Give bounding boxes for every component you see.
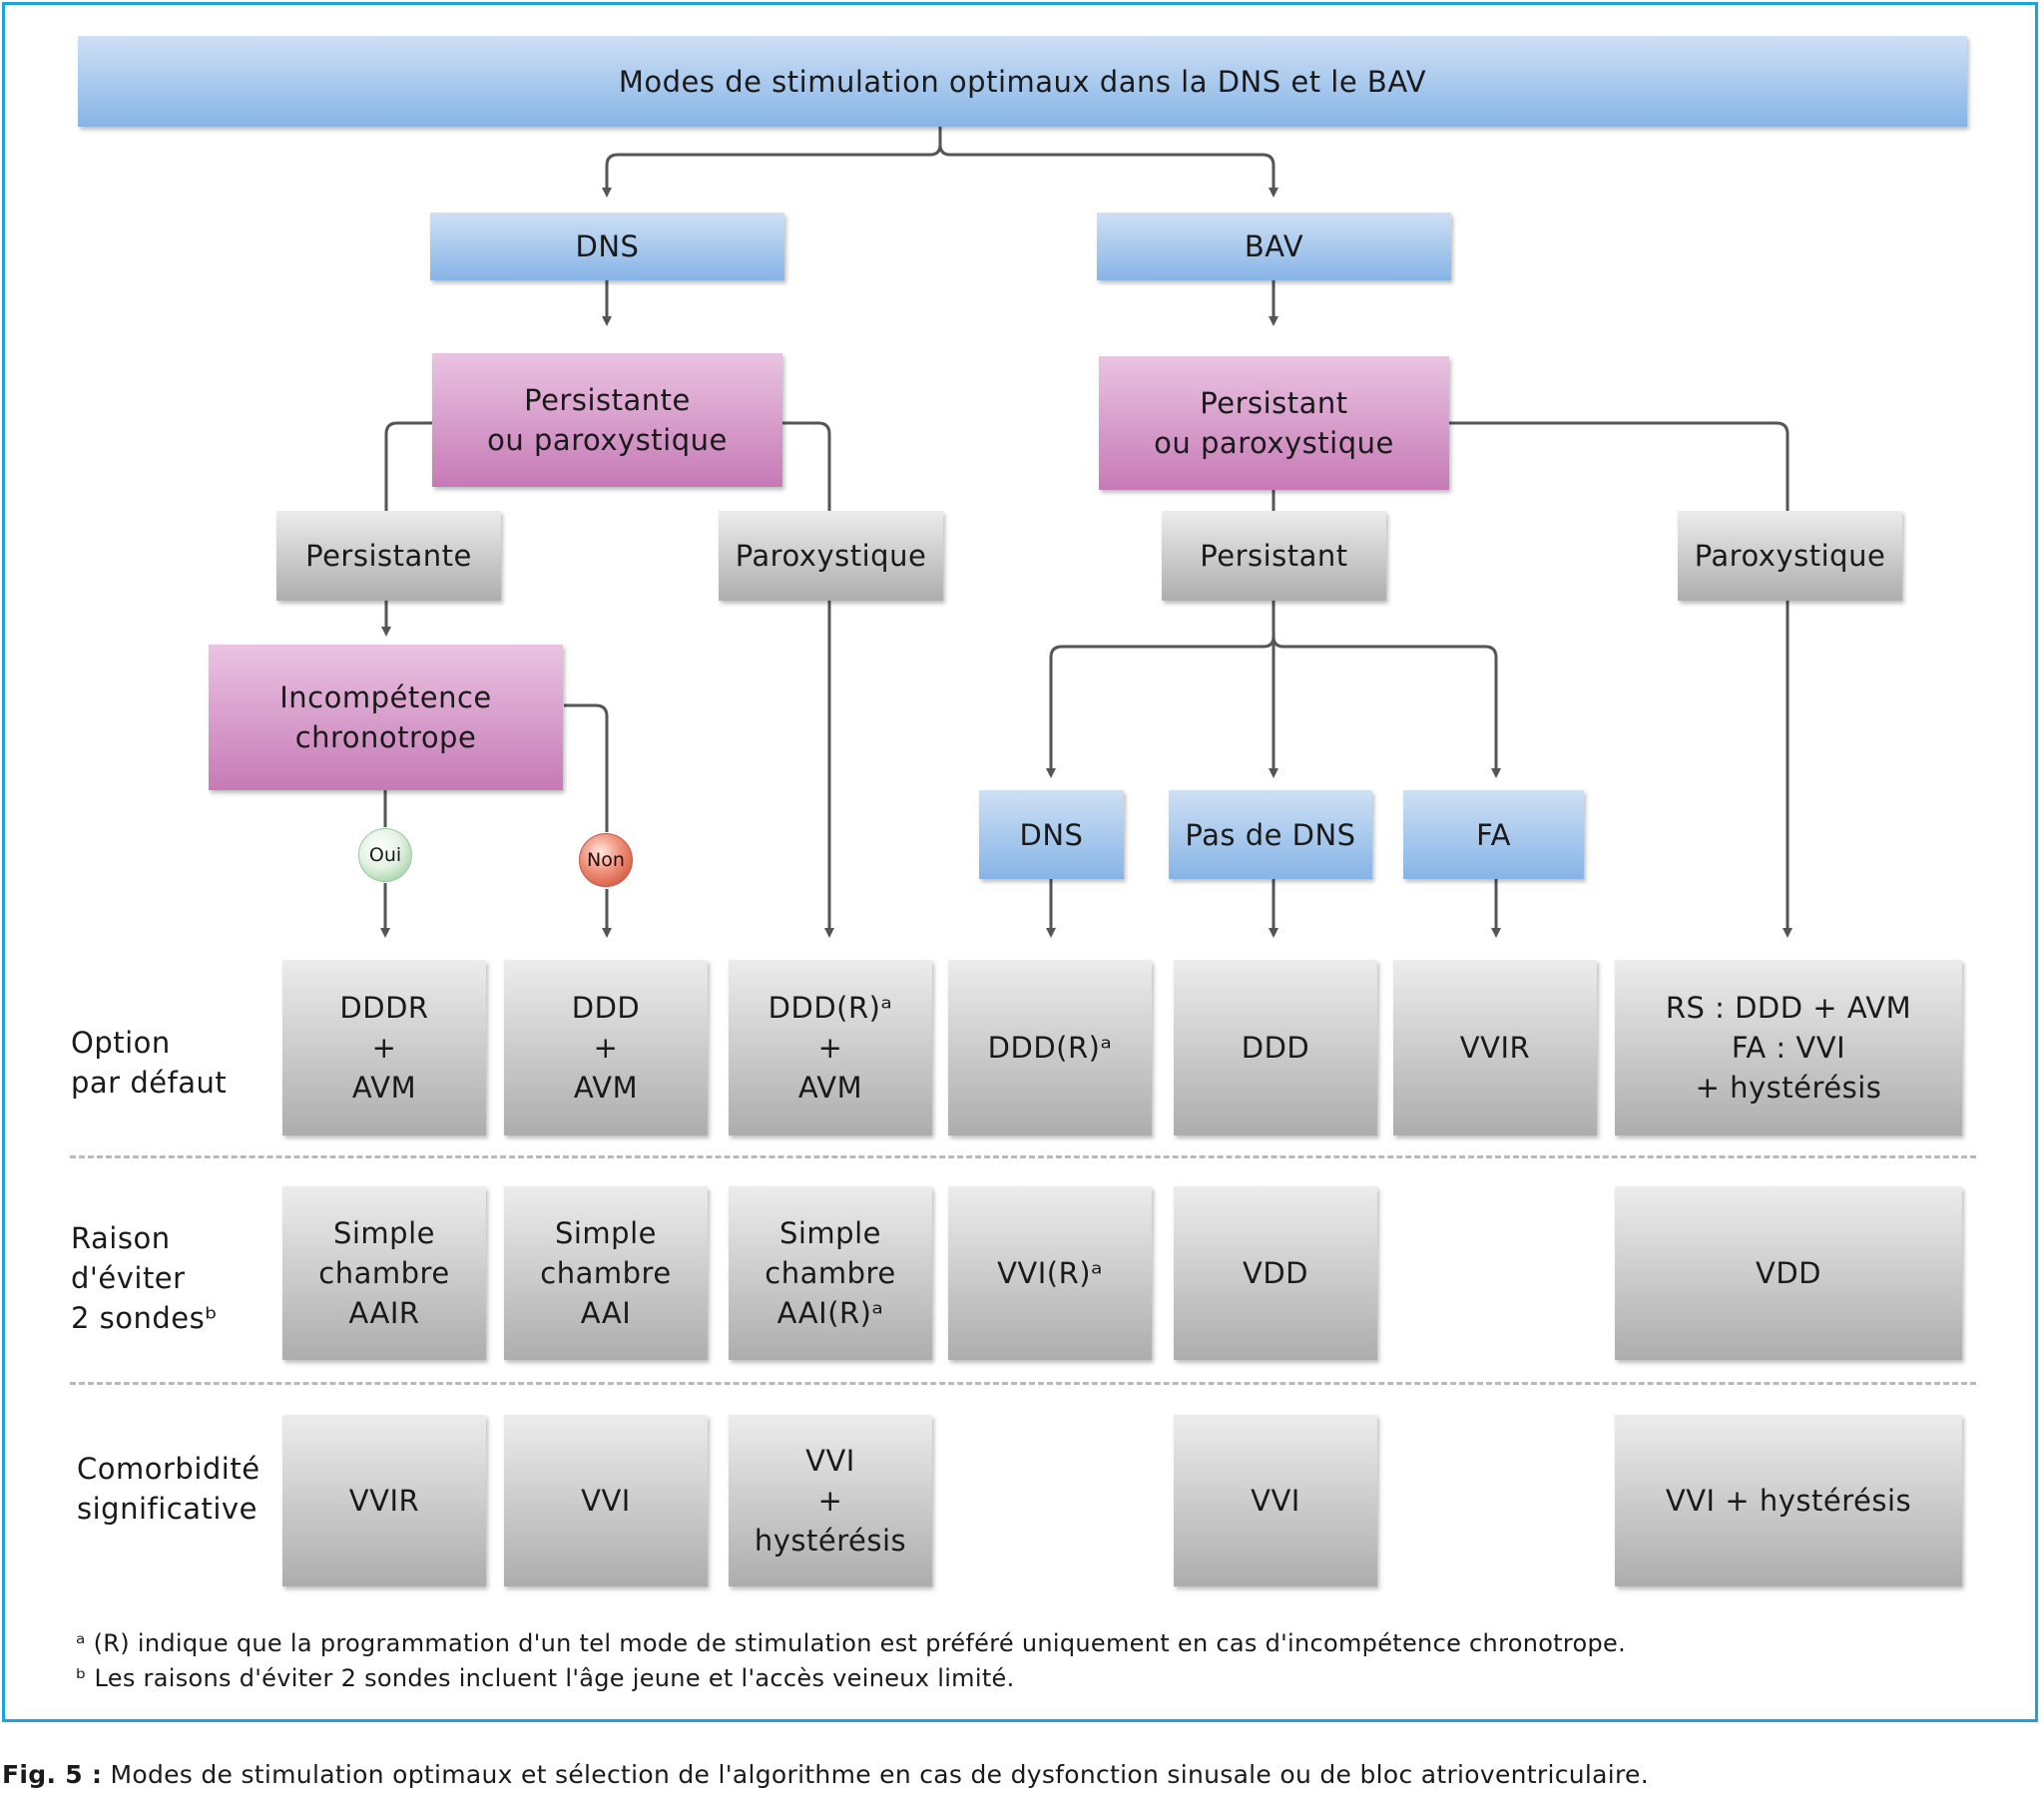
bav-paroxystique-box: Paroxystique (1678, 511, 1902, 601)
footnote-a: ᵃ (R) indique que la programmation d'un … (76, 1629, 1627, 1657)
raison-c1: Simple chambre AAIR (282, 1186, 486, 1360)
row-label-raison: Raison d'éviter 2 sondesᵇ (71, 1221, 219, 1335)
row-label-comorbidite: Comorbidité significative (77, 1452, 260, 1526)
bav-persistant-box: Persistant (1162, 511, 1386, 601)
caption-label: Fig. 5 : (2, 1760, 103, 1789)
figure-caption: Fig. 5 : Modes de stimulation optimaux e… (2, 1760, 1649, 1789)
comorbidite-c7: VVI + hystérésis (1615, 1415, 1962, 1586)
option-c3: DDD(R)ᵃ + AVM (729, 960, 932, 1135)
caption-text: Modes de stimulation optimaux et sélecti… (102, 1760, 1649, 1789)
option-c1: DDDR + AVM (282, 960, 486, 1135)
comorbidite-c2: VVI (504, 1415, 708, 1586)
option-c7: RS : DDD + AVM FA : VVI + hystérésis (1615, 960, 1962, 1135)
row-label-option: Option par défaut (71, 1026, 228, 1100)
dns-type-box: Persistante ou paroxystique (432, 353, 782, 487)
incompetence-box: Incompétence chronotrope (209, 645, 563, 790)
comorbidite-c3: VVI + hystérésis (729, 1415, 932, 1586)
dns-box: DNS (430, 213, 784, 280)
non-label: Non (587, 849, 625, 871)
bav-box: BAV (1097, 213, 1451, 280)
oui-label: Oui (368, 844, 402, 866)
title-text: Modes de stimulation optimaux dans la DN… (618, 64, 1427, 99)
comorbidite-c5: VVI (1174, 1415, 1377, 1586)
title-box: Modes de stimulation optimaux dans la DN… (78, 36, 1967, 127)
option-c2: DDD + AVM (504, 960, 708, 1135)
raison-c7: VDD (1615, 1186, 1962, 1360)
footnote-b: ᵇ Les raisons d'éviter 2 sondes incluent… (76, 1664, 1015, 1692)
option-c5: DDD (1174, 960, 1377, 1135)
raison-c3: Simple chambre AAI(R)ᵃ (729, 1186, 932, 1360)
oui-badge: Oui (358, 828, 412, 882)
dns-paroxystique-box: Paroxystique (719, 511, 943, 601)
dns-persistante-box: Persistante (276, 511, 501, 601)
separator-1 (70, 1155, 1976, 1158)
option-c4: DDD(R)ᵃ (948, 960, 1152, 1135)
raison-c2: Simple chambre AAI (504, 1186, 708, 1360)
figure-frame (2, 2, 2038, 1722)
option-c6: VVIR (1393, 960, 1597, 1135)
raison-c4: VVI(R)ᵃ (948, 1186, 1152, 1360)
comorbidite-c1: VVIR (282, 1415, 486, 1586)
bav-type-box: Persistant ou paroxystique (1099, 356, 1449, 490)
bav-label: BAV (1244, 229, 1304, 263)
separator-2 (70, 1382, 1976, 1385)
dns-label: DNS (575, 229, 640, 263)
non-badge: Non (579, 833, 633, 887)
bav-sub-pas-dns-box: Pas de DNS (1169, 790, 1372, 879)
bav-sub-dns-box: DNS (979, 790, 1124, 879)
raison-c5: VDD (1174, 1186, 1377, 1360)
bav-sub-fa-box: FA (1403, 790, 1584, 879)
